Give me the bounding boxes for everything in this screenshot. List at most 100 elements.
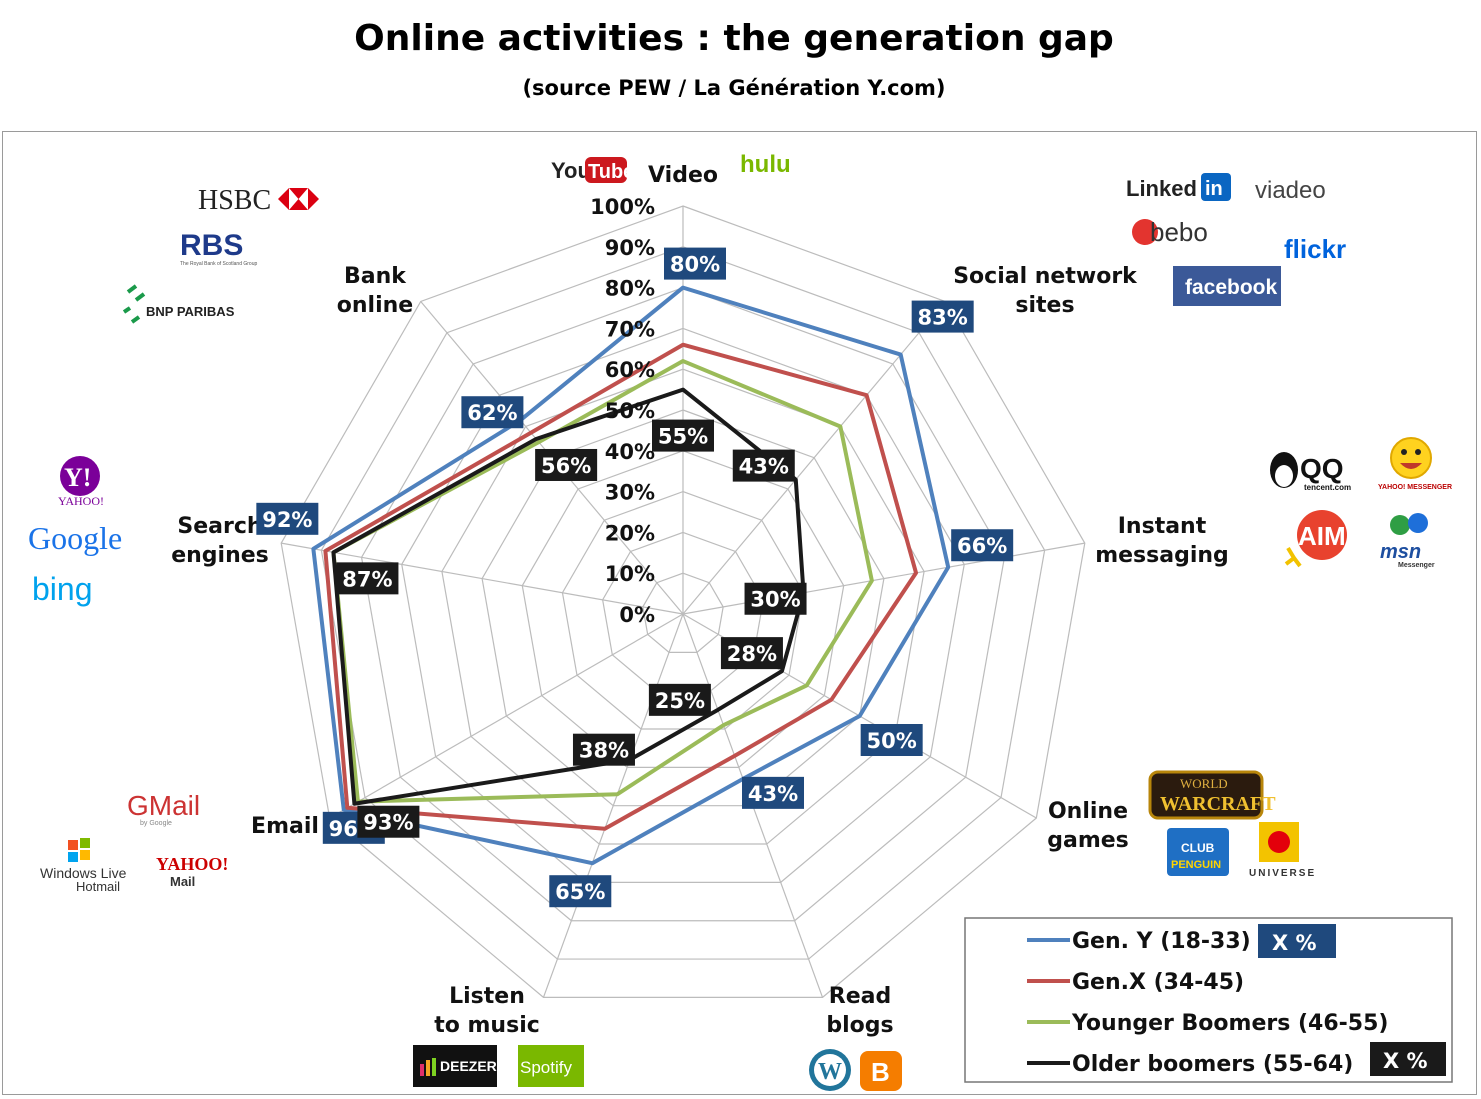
series-line-2 — [331, 359, 874, 804]
youtube-logo-you: You — [551, 158, 591, 183]
data-label: 80% — [670, 253, 720, 277]
legend-badge-gen-y — [1258, 924, 1336, 958]
axis-label: Email — [251, 814, 319, 839]
data-label: 28% — [727, 642, 777, 666]
data-label-box — [911, 300, 974, 333]
grid-ring — [481, 409, 885, 807]
axis-label: blogs — [826, 1013, 893, 1038]
logos-search: Y! YAHOO! Google bing — [28, 456, 122, 607]
data-label-box — [535, 448, 598, 481]
club-penguin-club: CLUB — [1181, 841, 1215, 855]
youtube-logo-tube: Tube — [588, 161, 634, 183]
axis-label: messaging — [1095, 543, 1229, 568]
data-label: 30% — [750, 588, 800, 612]
qq-logo: QQ — [1300, 453, 1344, 484]
hulu-logo: hulu — [740, 151, 791, 178]
tick-label: 20% — [605, 521, 655, 545]
data-label-box — [951, 529, 1014, 562]
data-label: 87% — [342, 567, 392, 591]
data-label-box — [256, 502, 319, 535]
linkedin-logo-text: Linked — [1126, 176, 1197, 201]
data-label-box — [357, 805, 420, 838]
bnp-paribas-logo: BNP PARIBAS — [146, 304, 235, 319]
radial-tick-labels: 0%10%20%30%40%50%60%70%80%90%100% — [590, 195, 655, 627]
data-label-box — [336, 562, 399, 595]
tick-label: 90% — [605, 236, 655, 260]
lego-universe-text: UNIVERSE — [1249, 868, 1316, 879]
msn-buddy-blue-icon — [1408, 513, 1428, 533]
grid-spoke — [682, 301, 946, 615]
messenger-text: Messenger — [1398, 562, 1435, 569]
legend-badge-older-boomers — [1370, 1042, 1446, 1076]
data-label: 43% — [748, 782, 798, 806]
deezer-logo: DEEZER — [440, 1058, 497, 1074]
data-label-box — [720, 637, 783, 670]
radar-series — [311, 285, 951, 866]
axis-label: Search — [177, 514, 262, 539]
series-line-3 — [331, 387, 806, 806]
grid-spoke — [329, 613, 684, 819]
flickr-logo: flickr — [1284, 234, 1346, 264]
axis-label: Social network — [953, 264, 1138, 289]
tick-label: 40% — [605, 440, 655, 464]
data-label: 62% — [467, 401, 517, 425]
windows-flag-icon — [68, 852, 78, 862]
tick-label: 100% — [590, 195, 655, 219]
axis-label: Online — [1048, 799, 1128, 824]
wow-logo-warcraft: WARCRAFT — [1160, 793, 1276, 815]
grid-spoke — [281, 542, 684, 615]
data-labels: 80%83%66%50%43%65%96%92%62%55%43%30%28%2… — [256, 247, 1014, 908]
hsbc-hexagon-inner-icon — [289, 188, 308, 210]
linkedin-logo-box — [1201, 173, 1231, 201]
axis-label: Bank — [344, 264, 407, 289]
deezer-bar-icon — [420, 1064, 424, 1076]
logos-messaging: QQ tencent.com YAHOO! MESSENGER AIM msn … — [1270, 437, 1452, 569]
yahoo-messenger-text: YAHOO! MESSENGER — [1378, 484, 1452, 491]
hsbc-logo: HSBC — [198, 185, 271, 216]
legend-label: Younger Boomers (46-55) — [1071, 1011, 1388, 1036]
data-label: 92% — [262, 508, 312, 532]
qq-penguin-belly-icon — [1275, 465, 1293, 487]
aim-logo: AIM — [1298, 521, 1346, 551]
legend-items: Gen. Y (18-33)Gen.X (34-45)Younger Boome… — [1027, 929, 1388, 1077]
data-label-box — [742, 776, 805, 809]
yahoo-search-logo-circle — [60, 456, 100, 496]
data-label-box — [572, 733, 635, 766]
chart-subtitle: (source PEW / La Génération Y.com) — [522, 76, 946, 100]
logos-video: You Tube hulu — [551, 151, 791, 183]
linkedin-logo-in: in — [1205, 178, 1223, 200]
msn-buddy-green-icon — [1390, 515, 1410, 535]
bebo-logo: bebo — [1150, 217, 1208, 247]
axis-label: Listen — [449, 984, 525, 1009]
data-label-box — [664, 247, 726, 280]
google-logo: Google — [28, 520, 122, 556]
data-label: 93% — [363, 811, 413, 835]
data-label: 43% — [739, 455, 789, 479]
lego-universe-logo-circle — [1268, 831, 1290, 853]
smiley-eye-icon — [1401, 449, 1407, 455]
grid-ring — [280, 205, 1086, 998]
axis-label: sites — [1015, 293, 1074, 318]
legend-badge-older-boomers-text: X % — [1383, 1049, 1428, 1073]
axis-label: Read — [829, 984, 891, 1009]
yahoo-messenger-smiley-icon — [1390, 437, 1432, 479]
youtube-logo-box — [585, 157, 627, 183]
axis-label: online — [337, 293, 413, 318]
grid-ring — [320, 246, 1046, 960]
axis-label: to music — [434, 1013, 540, 1038]
aim-running-man-icon — [1284, 546, 1302, 568]
yahoo-mail-logo: YAHOO! — [156, 854, 228, 874]
legend-label: Gen. Y (18-33) — [1072, 929, 1251, 954]
chart-frame — [2, 131, 1477, 1095]
tick-label: 30% — [605, 481, 655, 505]
rbs-subtext: The Royal Bank of Scotland Group — [180, 261, 257, 267]
legend-label: Older boomers (55-64) — [1072, 1052, 1353, 1077]
tick-label: 0% — [619, 603, 655, 627]
grid-spoke — [682, 542, 1085, 615]
wow-logo-world: WORLD — [1180, 776, 1228, 791]
spotify-logo: Spotify — [520, 1058, 572, 1077]
grid-ring — [642, 572, 724, 653]
yahoo-search-text: YAHOO! — [58, 494, 104, 508]
yahoo-mail-text: Mail — [170, 874, 195, 889]
windows-flag-icon — [80, 838, 90, 848]
